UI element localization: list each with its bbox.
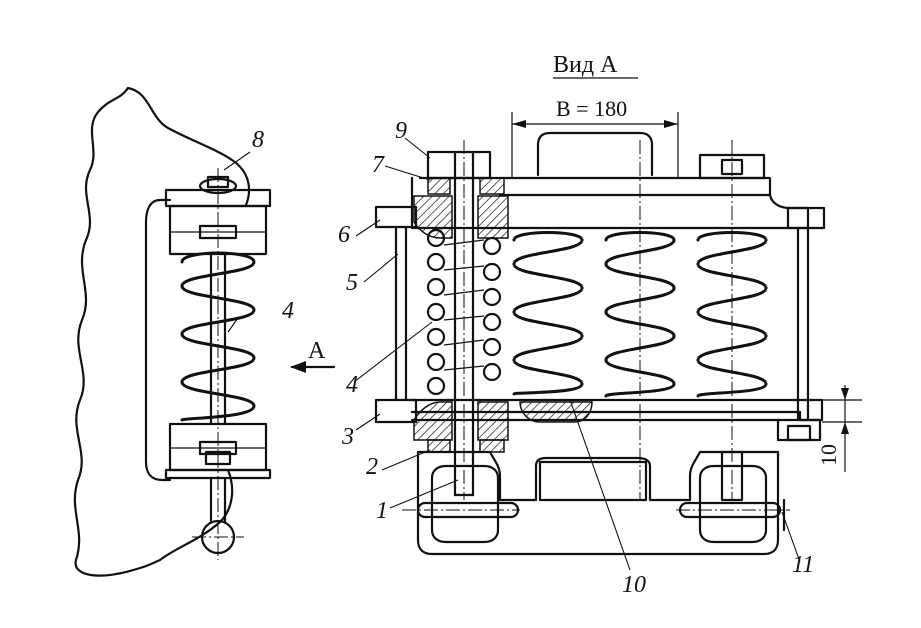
break-line-outline [73,86,251,577]
callout-6: 6 [338,222,350,248]
side-stud-top [374,205,418,229]
callout-5: 5 [346,270,358,296]
front-view-springs [512,231,768,398]
callout-10: 10 [622,572,646,598]
callout-2: 2 [366,454,378,480]
view-title: Вид А [553,52,618,78]
callout-4-front-view: 4 [346,372,358,398]
side-stud-bottom [374,398,418,424]
front-view [223,77,862,571]
callout-3: 3 [341,424,354,450]
side-view-spring [180,251,256,422]
view-arrow-label: А [308,338,326,364]
callout-11: 11 [792,552,814,578]
upper-washer-section [427,177,451,195]
callout-7: 7 [372,152,385,178]
dimension-b-label: B = 180 [556,96,627,121]
callout-4-left-view: 4 [282,298,294,324]
part-10-section [519,401,593,423]
dimension-10-label: 10 [816,444,841,466]
upper-hump [536,131,654,177]
upper-frame [410,176,810,230]
lower-cup-section-left [413,401,453,441]
side-view [73,86,336,577]
callout-9: 9 [395,118,407,144]
callout-1: 1 [376,498,388,524]
section-spring-coils [426,228,502,396]
callout-8: 8 [252,127,264,153]
lower-base [416,450,780,556]
lower-frame [410,398,824,422]
bracket-curve [144,198,172,482]
